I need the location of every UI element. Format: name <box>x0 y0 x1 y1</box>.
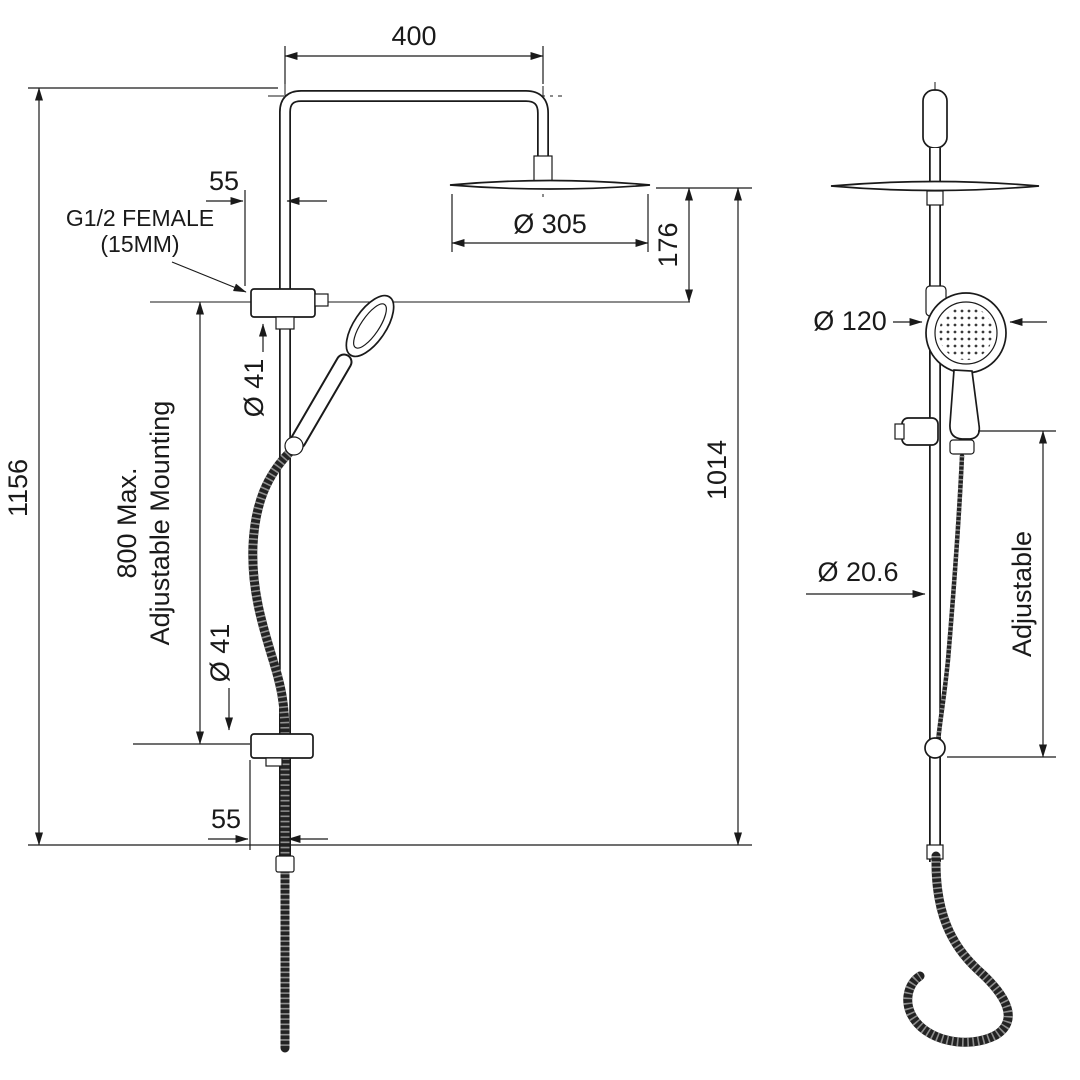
dim-head-diameter-label: Ø 305 <box>513 209 587 239</box>
dim-hose-diameter: Ø 20.6 <box>806 557 926 599</box>
rain-head-stem-fitting <box>533 155 553 183</box>
dim-upper-bracket-diameter: Ø 41 <box>239 323 269 418</box>
side-hand-shower <box>925 285 1007 455</box>
hand-shower <box>284 294 395 456</box>
side-rain-head-edge <box>830 180 1040 192</box>
column-bottom-fitting <box>275 855 295 873</box>
side-wall-stub <box>922 89 948 149</box>
dim-overall-height: 1156 <box>3 87 752 846</box>
rain-head <box>449 179 651 190</box>
lower-bracket-tab <box>265 757 283 767</box>
dim-top-width: 400 <box>284 21 544 84</box>
dim-side-adjustable: Adjustable <box>947 430 1056 758</box>
inlet-lower-nut <box>275 316 295 330</box>
dim-handshower-diameter-label: Ø 120 <box>813 306 887 336</box>
dim-lower-bracket-diameter-label: Ø 41 <box>205 624 235 683</box>
side-handshower-handle <box>949 369 981 440</box>
dim-lower-bracket-diameter: Ø 41 <box>205 624 235 731</box>
side-hose-loop <box>903 851 1013 1047</box>
side-hose-upper-texture <box>935 455 965 743</box>
dim-adjustable-mounting: 800 Max. Adjustable Mounting <box>112 301 250 745</box>
side-bracket-knob <box>894 423 905 440</box>
dim-adjustable-mounting-line2: Adjustable Mounting <box>145 401 175 646</box>
dim-head-offset-top: 55 <box>206 166 327 286</box>
wall-inlet-connector <box>250 288 316 318</box>
side-hose-retainer-ring <box>924 737 946 759</box>
side-handshower-spray-nozzles <box>939 306 993 360</box>
dim-bottom-offset-label: 55 <box>211 804 241 834</box>
hand-shower-handle <box>291 355 351 448</box>
inlet-thread-label: G1/2 FEMALE (15MM) <box>66 205 247 293</box>
hand-shower-head-face <box>353 303 387 349</box>
side-handshower-nut <box>949 439 975 455</box>
inlet-label-line1: G1/2 FEMALE <box>66 205 214 231</box>
lower-slider-bracket <box>250 733 314 759</box>
dim-head-offset-top-label: 55 <box>209 166 239 196</box>
dim-overall-height-label: 1156 <box>3 459 33 517</box>
dim-rail-height: 1014 <box>702 187 743 846</box>
dim-side-adjustable-label: Adjustable <box>1007 531 1037 657</box>
dim-bottom-offset: 55 <box>208 760 328 850</box>
side-hose-loop-texture <box>903 856 1013 1047</box>
inlet-side-port <box>314 293 329 307</box>
side-view: Ø 120 Ø 20.6 Adjustable <box>806 82 1056 1047</box>
shower-hose-coil-texture <box>248 446 296 1048</box>
dim-top-width-label: 400 <box>391 21 436 51</box>
dim-rail-height-label: 1014 <box>702 440 732 500</box>
side-slider-bracket <box>901 417 939 446</box>
dim-head-diameter: Ø 305 <box>451 194 649 252</box>
shower-column-pipe-outline <box>279 90 549 868</box>
shower-column-pipe <box>280 91 548 868</box>
dim-head-drop: 176 <box>653 187 752 303</box>
dim-adjustable-mounting-line1: 800 Max. <box>112 467 142 578</box>
hand-shower-hose-nut <box>284 436 304 456</box>
side-head-collar <box>926 190 944 206</box>
inlet-label-leader <box>171 261 247 293</box>
dim-upper-bracket-diameter-label: Ø 41 <box>239 359 269 418</box>
dim-hose-diameter-label: Ø 20.6 <box>817 557 898 587</box>
inlet-label-line2: (15MM) <box>100 231 179 257</box>
dim-handshower-diameter: Ø 120 <box>813 306 1047 336</box>
front-view: 400 55 G1/2 FEMALE (15MM) Ø 305 176 <box>3 21 752 1053</box>
dim-head-drop-label: 176 <box>653 222 683 267</box>
